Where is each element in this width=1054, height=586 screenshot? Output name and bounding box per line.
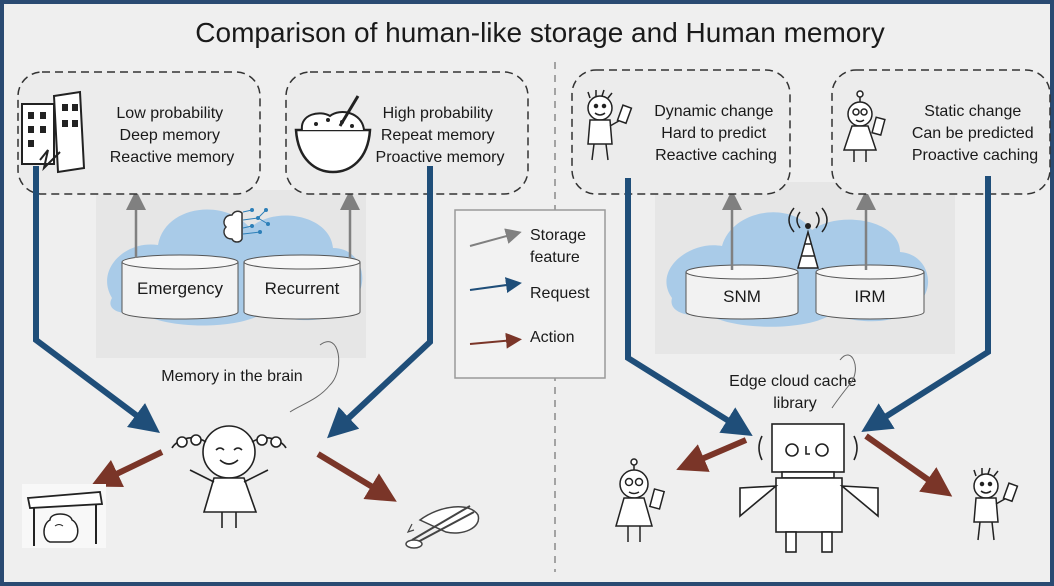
legend-request-arrow bbox=[469, 277, 522, 294]
box-dynamic-text: Dynamic change Hard to predict Reactive … bbox=[654, 103, 778, 164]
action-arrow bbox=[864, 433, 953, 497]
legend-request-label: Request bbox=[530, 285, 590, 302]
cylinder-label: Emergency bbox=[137, 279, 223, 298]
box-deep-text: Low probability Deep memory Reactive mem… bbox=[110, 105, 234, 166]
cylinder-recurrent: Recurrent bbox=[243, 254, 361, 320]
brain-ai-icon bbox=[223, 208, 270, 243]
cylinder-label: Recurrent bbox=[265, 279, 340, 298]
girl-figure bbox=[171, 341, 340, 528]
edge-caption: Edge cloud cache library bbox=[729, 373, 861, 412]
girl-phone-icon bbox=[842, 90, 886, 162]
hide-under-table-icon bbox=[22, 484, 106, 548]
rice-bowl-icon bbox=[294, 95, 372, 174]
action-arrow bbox=[316, 451, 397, 502]
box-repeat-text: High probability Repeat memory Proactive… bbox=[376, 105, 505, 166]
cylinder-snm: SNM bbox=[685, 264, 799, 320]
cylinder-label: IRM bbox=[854, 287, 885, 306]
chopsticks-icon bbox=[405, 505, 480, 549]
boy-phone-icon bbox=[587, 89, 633, 161]
girl-phone-icon bbox=[615, 458, 666, 542]
box-reactive-caching bbox=[571, 69, 791, 195]
legend-box bbox=[454, 209, 606, 379]
antenna-tower-icon bbox=[788, 207, 828, 269]
legend-storage-label: Storage feature bbox=[530, 227, 591, 266]
brain-caption: Memory in the brain bbox=[161, 368, 302, 385]
boy-phone-icon bbox=[973, 467, 1019, 541]
cylinder-emergency: Emergency bbox=[121, 254, 239, 320]
request-arrow bbox=[861, 176, 991, 433]
box-proactive-caching bbox=[831, 69, 1051, 195]
legend-action-arrow bbox=[469, 332, 522, 349]
request-arrow bbox=[33, 166, 160, 433]
action-arrow bbox=[90, 449, 164, 487]
cylinder-irm: IRM bbox=[815, 264, 925, 320]
request-arrow bbox=[327, 166, 433, 439]
box-static-text: Static change Can be predicted Proactive… bbox=[912, 103, 1038, 164]
diagram-title: Comparison of human-like storage and Hum… bbox=[195, 17, 884, 48]
robot-figure bbox=[739, 354, 879, 553]
legend-storage-arrow bbox=[469, 228, 522, 247]
action-arrow bbox=[676, 437, 748, 472]
cylinder-label: SNM bbox=[723, 287, 761, 306]
request-arrow bbox=[625, 178, 753, 436]
legend-action-label: Action bbox=[530, 329, 574, 346]
building-collapse-icon bbox=[21, 90, 86, 174]
